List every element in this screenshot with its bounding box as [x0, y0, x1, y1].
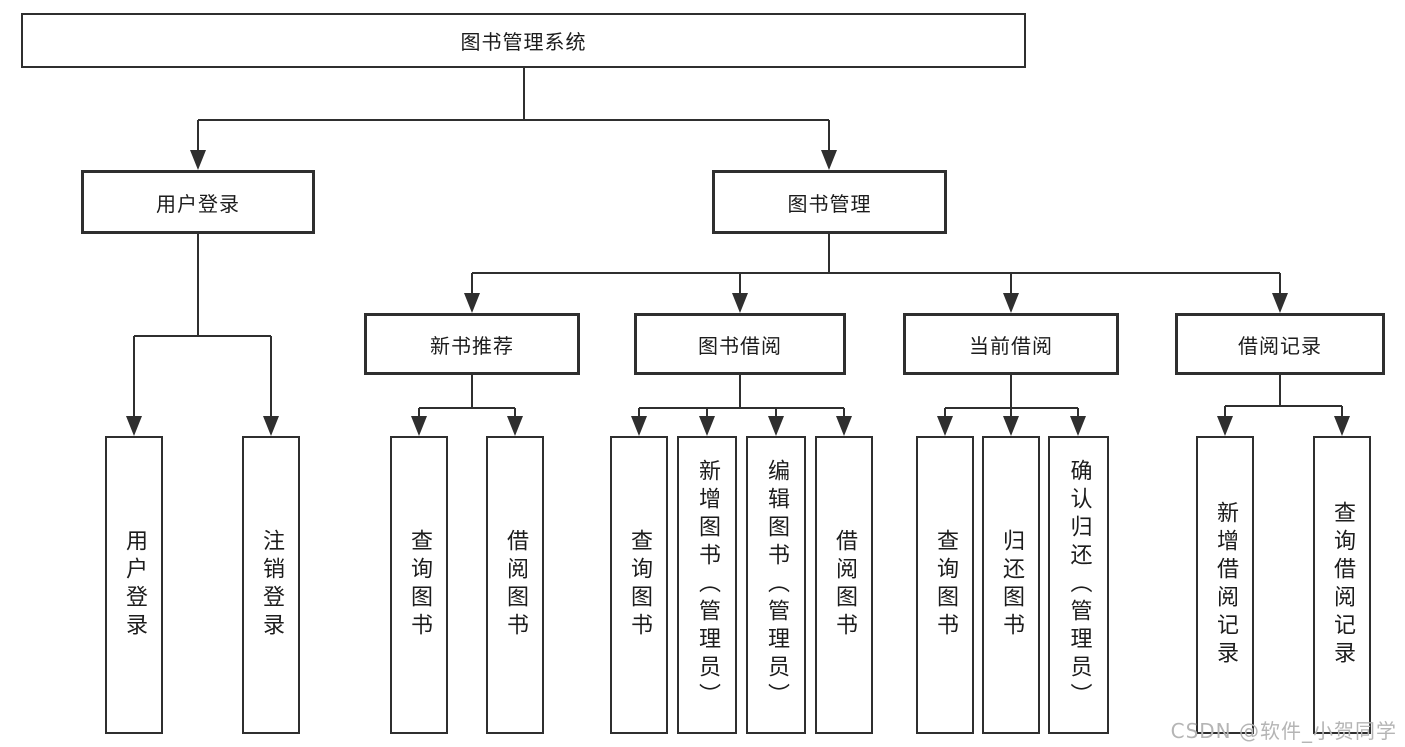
leaf-query-borrow-record-label: 查询借阅记录	[1330, 501, 1355, 669]
leaf-query-books-borrow-label: 查询图书	[627, 529, 652, 641]
watermark: CSDN @软件_小贺同学	[1170, 719, 1397, 743]
leaf-query-books-current: 查询图书	[916, 436, 974, 734]
leaf-edit-book-admin: 编辑图书（管理员）	[746, 436, 806, 734]
leaf-edit-book-admin-label: 编辑图书（管理员）	[764, 459, 789, 711]
leaf-logout-label: 注销登录	[259, 529, 284, 641]
leaf-borrow-books-recommend-label: 借阅图书	[503, 529, 528, 641]
leaf-query-borrow-record: 查询借阅记录	[1313, 436, 1371, 734]
leaf-borrow-books-recommend: 借阅图书	[486, 436, 544, 734]
node-new-book-recommend: 新书推荐	[364, 313, 580, 375]
leaf-logout: 注销登录	[242, 436, 300, 734]
leaf-query-books-current-label: 查询图书	[933, 529, 958, 641]
leaf-query-books-recommend: 查询图书	[390, 436, 448, 734]
node-library-system: 图书管理系统	[21, 13, 1026, 68]
node-borrow-records: 借阅记录	[1175, 313, 1385, 375]
leaf-confirm-return-admin-label: 确认归还（管理员）	[1066, 459, 1092, 711]
node-current-borrow: 当前借阅	[903, 313, 1119, 375]
leaf-borrow-books-borrow: 借阅图书	[815, 436, 873, 734]
leaf-add-book-admin-label: 新增图书（管理员）	[695, 459, 720, 711]
node-book-borrow: 图书借阅	[634, 313, 846, 375]
node-book-management: 图书管理	[712, 170, 947, 234]
leaf-confirm-return-admin: 确认归还（管理员）	[1048, 436, 1109, 734]
leaf-query-books-recommend-label: 查询图书	[407, 529, 432, 641]
leaf-add-borrow-record: 新增借阅记录	[1196, 436, 1254, 734]
leaf-user-login-label: 用户登录	[122, 529, 147, 641]
leaf-user-login: 用户登录	[105, 436, 163, 734]
leaf-add-borrow-record-label: 新增借阅记录	[1213, 501, 1238, 669]
leaf-borrow-books-borrow-label: 借阅图书	[832, 529, 857, 641]
leaf-return-book: 归还图书	[982, 436, 1040, 734]
node-user-login: 用户登录	[81, 170, 315, 234]
arrowheads	[126, 150, 1350, 436]
leaf-add-book-admin: 新增图书（管理员）	[677, 436, 737, 734]
leaf-return-book-label: 归还图书	[999, 529, 1024, 641]
leaf-query-books-borrow: 查询图书	[610, 436, 668, 734]
